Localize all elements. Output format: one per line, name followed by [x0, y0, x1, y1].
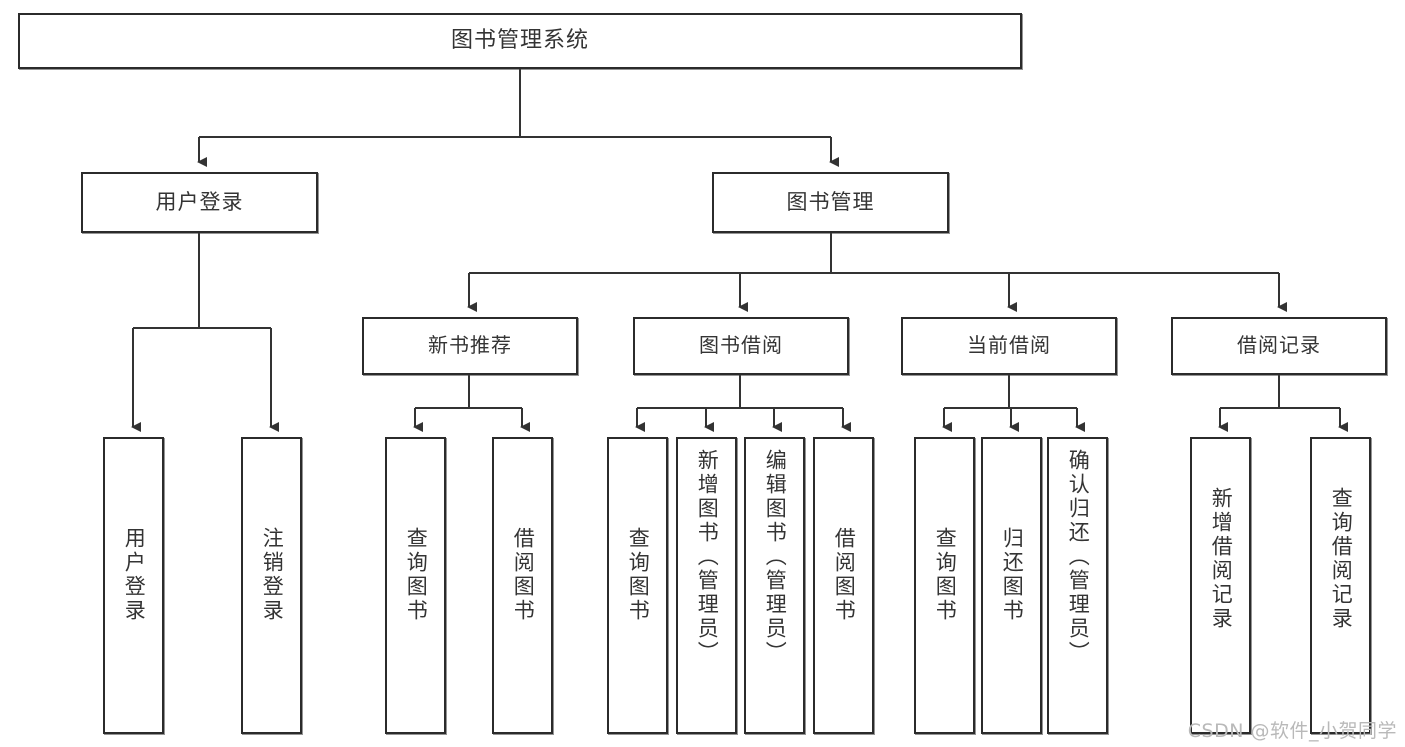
node-leaf-add-record[interactable]: 新增借阅记录: [1190, 437, 1251, 734]
node-leaf-borrow-book-2-label: 借阅图书: [832, 527, 857, 623]
node-leaf-confirm-return-label: 确认归还（管理员）: [1066, 449, 1091, 665]
node-leaf-query-book-2-label: 查询图书: [626, 527, 651, 623]
node-root-label: 图书管理系统: [450, 28, 589, 54]
node-leaf-add-book[interactable]: 新增图书（管理员）: [676, 437, 737, 734]
node-leaf-borrow-book-1[interactable]: 借阅图书: [492, 437, 553, 734]
node-leaf-user-logout[interactable]: 注销登录: [241, 437, 302, 734]
node-leaf-borrow-book-2[interactable]: 借阅图书: [813, 437, 874, 734]
node-leaf-query-book-1[interactable]: 查询图书: [385, 437, 446, 734]
node-leaf-edit-book-label: 编辑图书（管理员）: [763, 449, 788, 665]
node-new-book-rec[interactable]: 新书推荐: [362, 317, 578, 375]
node-leaf-query-book-3[interactable]: 查询图书: [914, 437, 975, 734]
node-leaf-borrow-book-1-label: 借阅图书: [511, 527, 536, 623]
node-leaf-add-record-label: 新增借阅记录: [1209, 487, 1234, 631]
watermark-text: CSDN @软件_小贺同学: [1187, 720, 1397, 742]
node-root[interactable]: 图书管理系统: [18, 13, 1022, 69]
node-user-login-label: 用户登录: [155, 190, 244, 215]
node-leaf-user-login[interactable]: 用户登录: [103, 437, 164, 734]
node-leaf-query-book-2[interactable]: 查询图书: [607, 437, 668, 734]
node-leaf-query-record-label: 查询借阅记录: [1329, 487, 1354, 631]
node-leaf-user-login-label: 用户登录: [122, 527, 147, 623]
node-leaf-edit-book[interactable]: 编辑图书（管理员）: [744, 437, 805, 734]
node-leaf-add-book-label: 新增图书（管理员）: [695, 449, 720, 665]
node-new-book-rec-label: 新书推荐: [428, 333, 512, 358]
node-leaf-query-record[interactable]: 查询借阅记录: [1310, 437, 1371, 734]
node-book-borrow-label: 图书借阅: [699, 333, 783, 358]
node-leaf-query-book-3-label: 查询图书: [933, 527, 958, 623]
node-leaf-return-book[interactable]: 归还图书: [981, 437, 1042, 734]
node-borrow-record[interactable]: 借阅记录: [1171, 317, 1387, 375]
node-current-borrow-label: 当前借阅: [967, 333, 1051, 358]
node-borrow-record-label: 借阅记录: [1237, 333, 1321, 358]
node-book-manage-label: 图书管理: [786, 190, 875, 215]
node-leaf-user-logout-label: 注销登录: [260, 527, 285, 623]
node-leaf-confirm-return[interactable]: 确认归还（管理员）: [1047, 437, 1108, 734]
node-current-borrow[interactable]: 当前借阅: [901, 317, 1117, 375]
node-book-borrow[interactable]: 图书借阅: [633, 317, 849, 375]
node-user-login[interactable]: 用户登录: [81, 172, 318, 233]
node-book-manage[interactable]: 图书管理: [712, 172, 949, 233]
node-leaf-query-book-1-label: 查询图书: [404, 527, 429, 623]
node-leaf-return-book-label: 归还图书: [1000, 527, 1025, 623]
